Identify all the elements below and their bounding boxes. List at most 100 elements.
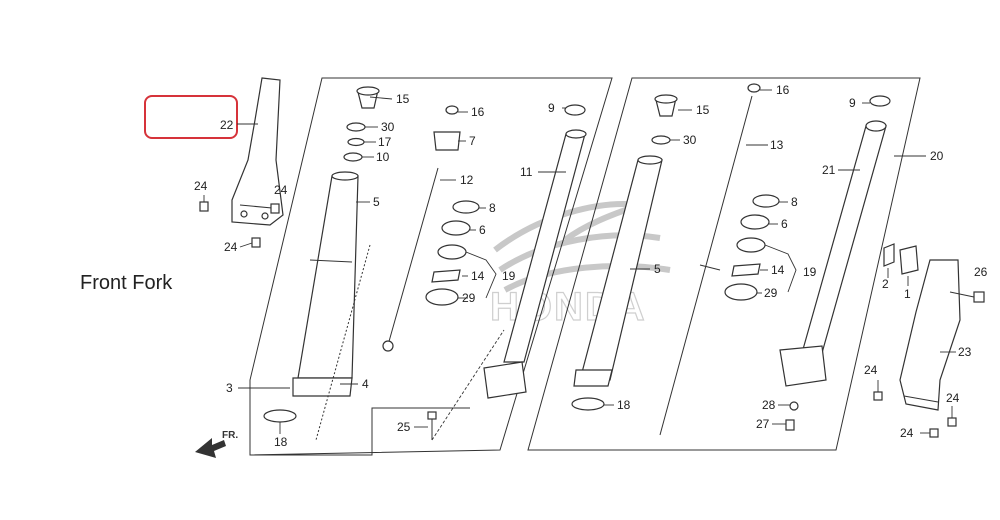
callout-29: 29 <box>764 286 778 300</box>
nut-16a <box>445 105 459 115</box>
ring-29a <box>425 288 459 306</box>
callout-1: 1 <box>904 287 911 301</box>
page-title: Front Fork <box>80 272 173 294</box>
callout-24: 24 <box>194 179 208 193</box>
callout-5: 5 <box>654 262 661 276</box>
ring-19b <box>736 237 766 253</box>
callout-30: 30 <box>683 133 697 147</box>
bolt-26 <box>949 291 985 303</box>
callout-29: 29 <box>462 291 476 305</box>
callout-11: 11 <box>520 165 533 179</box>
callout-6: 6 <box>479 223 486 237</box>
ring-6a <box>441 220 471 236</box>
callout-12: 12 <box>460 173 474 187</box>
callout-24: 24 <box>900 426 914 440</box>
clamp-9a <box>564 104 586 116</box>
left-panel-outline <box>249 77 613 456</box>
ring-8b <box>752 194 780 208</box>
callout-23: 23 <box>958 345 972 359</box>
ring-30a <box>346 122 366 132</box>
bolt-24-c <box>239 237 261 248</box>
bolt-24-a <box>199 195 209 212</box>
ring-10 <box>343 152 363 162</box>
callout-24: 24 <box>946 391 960 405</box>
ring-29b <box>724 283 758 301</box>
callout-21: 21 <box>822 163 836 177</box>
fork-protector-22 <box>231 77 284 226</box>
callout-19: 19 <box>803 265 817 279</box>
callout-9: 9 <box>548 101 555 115</box>
callout-28: 28 <box>762 398 776 412</box>
panel-step-line <box>250 407 470 456</box>
front-direction-arrow: FR. <box>195 430 238 458</box>
callout-27: 27 <box>756 417 770 431</box>
callout-10: 10 <box>376 150 390 164</box>
callout-6: 6 <box>781 217 788 231</box>
callout-2: 2 <box>882 277 889 291</box>
callout-13: 13 <box>770 138 784 152</box>
callout-8: 8 <box>791 195 798 209</box>
callout-26: 26 <box>974 265 988 279</box>
highlight-box <box>144 95 238 139</box>
fork-cap-15a <box>356 86 380 109</box>
bracket-1 <box>899 245 919 275</box>
rod-13 <box>659 95 753 436</box>
inner-tube-21 <box>779 120 887 387</box>
inner-tube-11 <box>483 129 587 399</box>
callout-24: 24 <box>274 183 288 197</box>
callout-30: 30 <box>381 120 395 134</box>
right-panel-outline <box>527 77 921 451</box>
bolt-24-b <box>270 203 280 214</box>
callout-24: 24 <box>864 363 878 377</box>
washer-28 <box>789 401 799 411</box>
callout-3: 3 <box>226 381 233 395</box>
bolt-27 <box>785 419 795 431</box>
clip-14b <box>731 263 761 277</box>
callout-18: 18 <box>274 435 288 449</box>
callout-labels: 22 24 24 24 15 30 17 10 5 3 4 18 16 7 12… <box>194 83 988 449</box>
oring-18b <box>571 397 605 411</box>
ring-8a <box>452 200 480 214</box>
ring-30b <box>651 135 671 145</box>
outer-tube-5a <box>292 171 359 397</box>
bolt-24-f <box>929 428 939 438</box>
fork-cap-15b <box>654 94 678 117</box>
callout-25: 25 <box>397 420 411 434</box>
callout-14: 14 <box>771 263 785 277</box>
leader-lines <box>237 89 956 441</box>
callout-7: 7 <box>469 134 476 148</box>
spring-7 <box>433 131 461 151</box>
callout-15: 15 <box>396 92 410 106</box>
callout-14: 14 <box>471 269 485 283</box>
callout-8: 8 <box>489 201 496 215</box>
oring-18a <box>263 409 297 423</box>
bolt-24-e <box>947 417 957 427</box>
ring-19a <box>437 244 467 260</box>
callout-19: 19 <box>502 269 516 283</box>
clamp-9b <box>869 95 891 107</box>
nut-16b <box>747 83 761 93</box>
callout-16: 16 <box>471 105 485 119</box>
ring-6b <box>740 214 770 230</box>
bracket-2 <box>883 243 895 267</box>
callout-18: 18 <box>617 398 631 412</box>
callout-24: 24 <box>224 240 238 254</box>
callout-5: 5 <box>373 195 380 209</box>
spring-4 <box>315 244 371 441</box>
bolt-25 <box>427 411 437 440</box>
damper-rod-12 <box>382 167 439 352</box>
clip-14a <box>431 269 461 283</box>
fork-guard-23 <box>899 259 961 411</box>
ring-17 <box>347 137 365 147</box>
front-direction-label: FR. <box>222 430 238 441</box>
callout-9: 9 <box>849 96 856 110</box>
outer-tube-5b <box>573 155 663 387</box>
callout-4: 4 <box>362 377 369 391</box>
callout-20: 20 <box>930 149 944 163</box>
callout-16: 16 <box>776 83 790 97</box>
callout-15: 15 <box>696 103 710 117</box>
callout-22: 22 <box>220 118 234 132</box>
bolt-24-d <box>873 391 883 401</box>
